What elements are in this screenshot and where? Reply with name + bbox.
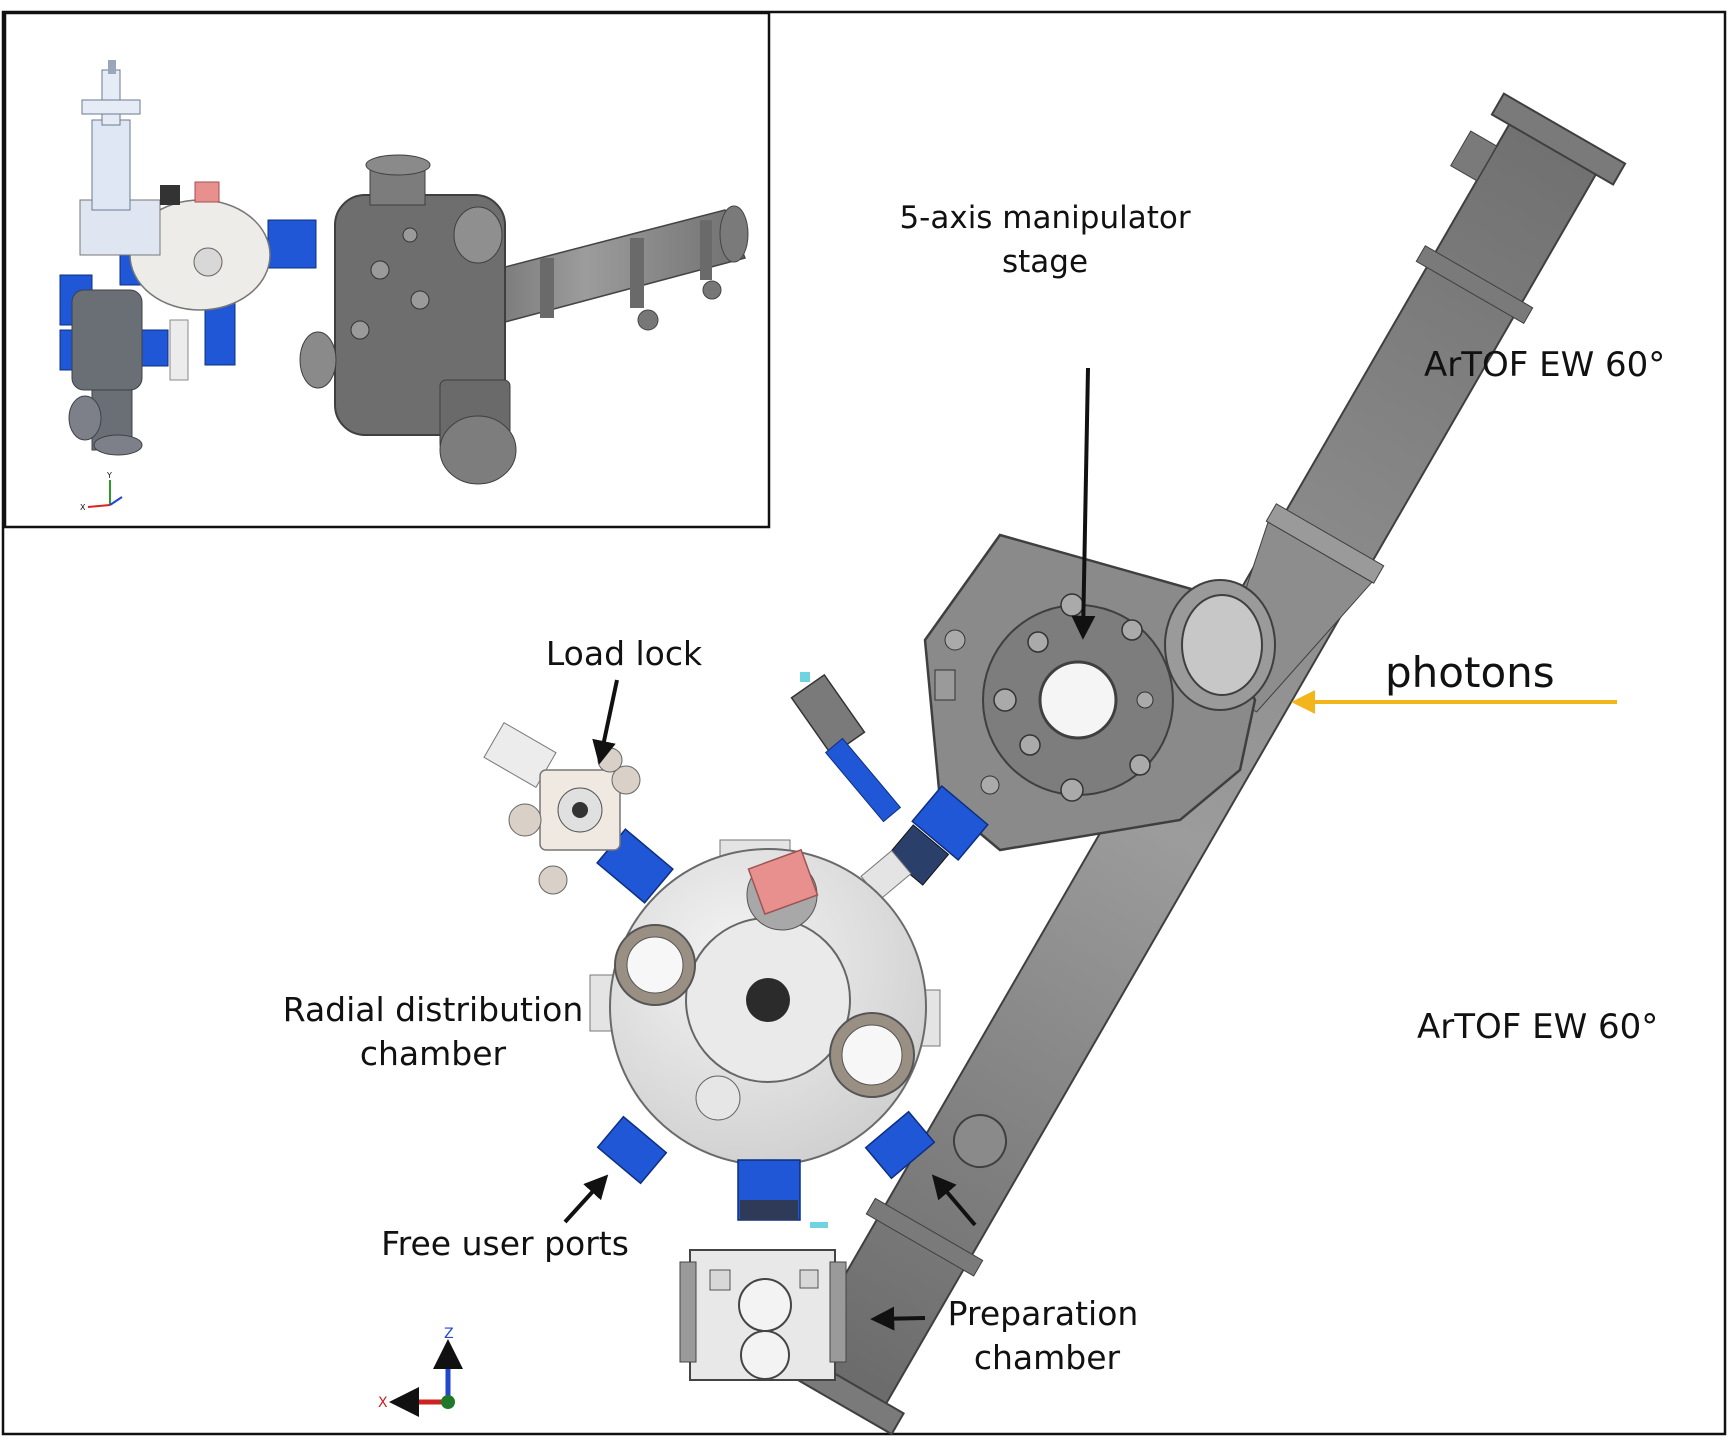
label-radial-chamber: Radial distribution chamber <box>283 990 583 1073</box>
label-free-user-ports: Free user ports <box>381 1174 977 1263</box>
label-photons-text: photons <box>1385 648 1555 697</box>
label-radial-line1: Radial distribution <box>283 990 583 1029</box>
inset-axis-triad: Y X <box>80 471 123 512</box>
label-manipulator: 5-axis manipulator stage <box>899 200 1191 640</box>
arrow-free-port-left <box>563 1174 609 1224</box>
inset-analysis-chamber <box>299 154 517 485</box>
radial-distribution-chamber <box>589 828 941 1221</box>
inset-3d-view: Y X <box>3 11 771 529</box>
label-preparation-line2: chamber <box>974 1338 1121 1377</box>
label-load-lock-text: Load lock <box>546 634 703 673</box>
label-photons: photons <box>1291 648 1617 714</box>
preparation-chamber <box>679 1222 847 1381</box>
label-preparation-line1: Preparation <box>948 1294 1139 1333</box>
label-artof-lower: ArTOF EW 60° <box>1417 1007 1658 1047</box>
arrow-load-lock <box>592 679 619 765</box>
inset-axis-x-label: X <box>80 503 86 512</box>
label-free-user-ports-text: Free user ports <box>381 1224 629 1263</box>
arrow-preparation <box>870 1306 926 1331</box>
arrow-free-port-right <box>931 1174 977 1227</box>
inset-preparation-chamber <box>68 289 143 456</box>
analysis-chamber <box>923 533 1276 852</box>
inset-axis-y-label: Y <box>106 471 112 480</box>
arrow-manipulator <box>1071 367 1096 640</box>
label-artof-upper: ArTOF EW 60° <box>1424 345 1665 385</box>
main-axis-triad: Z X <box>378 1326 463 1417</box>
outer-frame <box>1 10 1727 1436</box>
main-axis-z-label: Z <box>444 1326 454 1342</box>
inset-analyzer-tube <box>453 205 749 331</box>
label-manipulator-line1: 5-axis manipulator <box>899 200 1190 236</box>
load-lock <box>483 721 641 895</box>
label-radial-line2: chamber <box>360 1034 507 1073</box>
main-axis-x-label: X <box>378 1395 388 1411</box>
label-preparation-chamber: Preparation chamber <box>870 1294 1139 1377</box>
inset-load-lock <box>81 60 141 211</box>
transfer-arm-gate <box>790 672 989 886</box>
label-load-lock: Load lock <box>546 634 703 765</box>
label-manipulator-line2: stage <box>1002 244 1088 280</box>
